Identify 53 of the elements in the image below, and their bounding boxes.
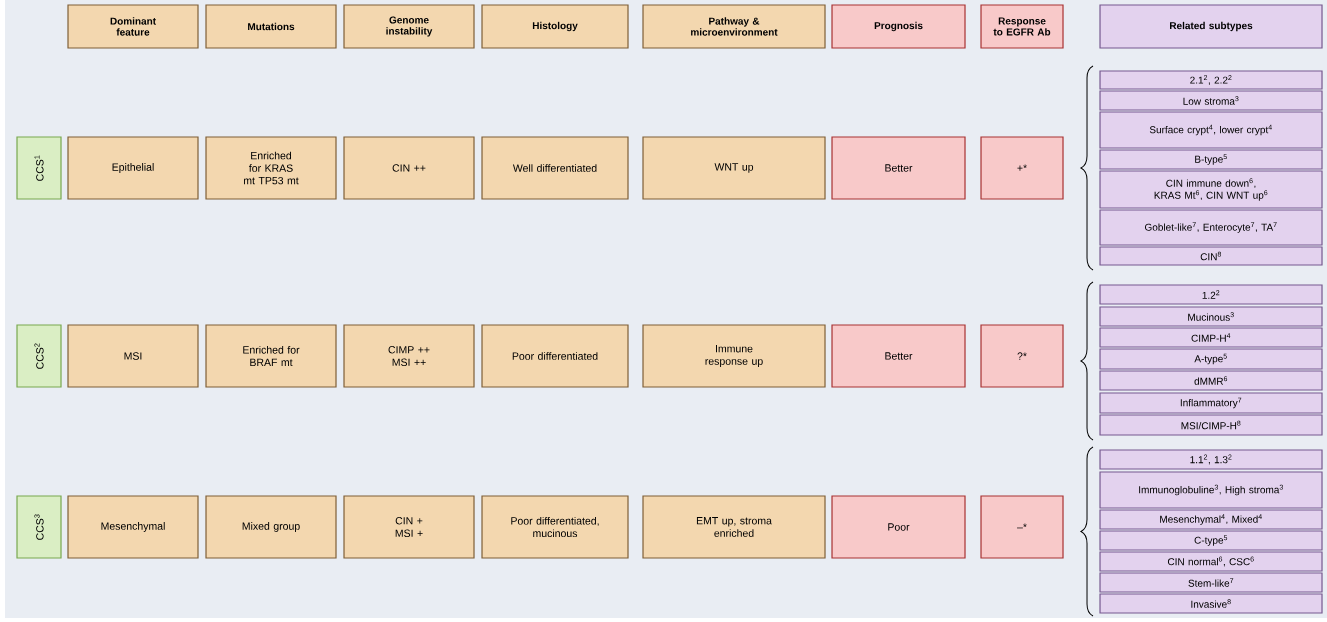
feature-box: Better <box>831 136 966 200</box>
feature-box: ?* <box>980 324 1064 388</box>
feature-box: CIN + MSI + <box>343 495 475 559</box>
feature-box: Poor differentiated <box>481 324 629 388</box>
feature-box: Epithelial <box>67 136 199 200</box>
subtype-box: Goblet-like$^{7}$, Enterocyte$^{7}$, TA$^{7}$ <box>1099 209 1323 246</box>
subtype-box: CIMP-H$^{4}$ <box>1099 327 1323 348</box>
subtype-box: 1.1$^{2}$, 1.3$^{2}$ <box>1099 449 1323 470</box>
feature-box: CIMP ++ MSI ++ <box>343 324 475 388</box>
feature-box: Immune response up <box>642 324 826 388</box>
feature-box: Poor <box>831 495 966 559</box>
subtype-label: CCS$^{1}$ <box>16 136 62 200</box>
subtype-box: B-type$^{5}$ <box>1099 149 1323 170</box>
subtype-box: 2.1$^{2}$, 2.2$^{2}$ <box>1099 70 1323 90</box>
subtype-box: Immunoglobuline$^{3}$, High stroma$^{3}$ <box>1099 471 1323 509</box>
feature-box: Well differentiated <box>481 136 629 200</box>
feature-box: EMT up, stroma enriched <box>642 495 826 559</box>
feature-box: WNT up <box>642 136 826 200</box>
feature-box: CIN ++ <box>343 136 475 200</box>
feature-box: Enriched for BRAF mt <box>205 324 337 388</box>
feature-box: Better <box>831 324 966 388</box>
subtype-box: 1.2$^{2}$ <box>1099 284 1323 305</box>
subtype-box: dMMR$^{6}$ <box>1099 370 1323 391</box>
column-header: Mutations <box>205 4 337 49</box>
feature-box: Poor differentiated, mucinous <box>481 495 629 559</box>
feature-box: MSI <box>67 324 199 388</box>
column-header: Pathway & microenvironment <box>642 4 826 49</box>
subtype-box: Invasive$^{8}$ <box>1099 593 1323 614</box>
subtype-box: MSI/CIMP-H$^{8}$ <box>1099 414 1323 436</box>
column-header: Related subtypes <box>1099 4 1323 49</box>
subtype-box: Mesenchymal$^{4}$, Mixed$^{4}$ <box>1099 509 1323 530</box>
subtype-box: CIN immune down$^{6}$, KRAS Mt$^{6}$, CIN WNT up$^{6}$ <box>1099 170 1323 209</box>
column-header: Genome instability <box>343 4 475 49</box>
subtype-label: CCS$^{3}$ <box>16 495 62 559</box>
column-header: Response to EGFR Ab <box>980 4 1064 49</box>
subtype-box: A-type$^{5}$ <box>1099 348 1323 370</box>
column-header: Histology <box>481 4 629 49</box>
subtype-label: CCS$^{2}$ <box>16 324 62 388</box>
feature-box: +* <box>980 136 1064 200</box>
subtype-box: CIN$^{8}$ <box>1099 246 1323 266</box>
feature-box: –* <box>980 495 1064 559</box>
subtype-box: Surface crypt$^{4}$, lower crypt$^{4}$ <box>1099 111 1323 149</box>
subtype-box: C-type$^{5}$ <box>1099 530 1323 551</box>
column-header: Prognosis <box>831 4 966 49</box>
subtype-box: Mucinous$^{3}$ <box>1099 306 1323 327</box>
feature-box: Mesenchymal <box>67 495 199 559</box>
subtype-box: CIN normal$^{6}$, CSC$^{6}$ <box>1099 551 1323 572</box>
subtype-box: Low stroma$^{3}$ <box>1099 90 1323 111</box>
feature-box: Mixed group <box>205 495 337 559</box>
feature-box: Enriched for KRAS mt TP53 mt <box>205 136 337 200</box>
column-header: Dominant feature <box>67 4 199 49</box>
subtype-box: Stem-like$^{7}$ <box>1099 572 1323 593</box>
subtype-box: Inflammatory$^{7}$ <box>1099 392 1323 414</box>
